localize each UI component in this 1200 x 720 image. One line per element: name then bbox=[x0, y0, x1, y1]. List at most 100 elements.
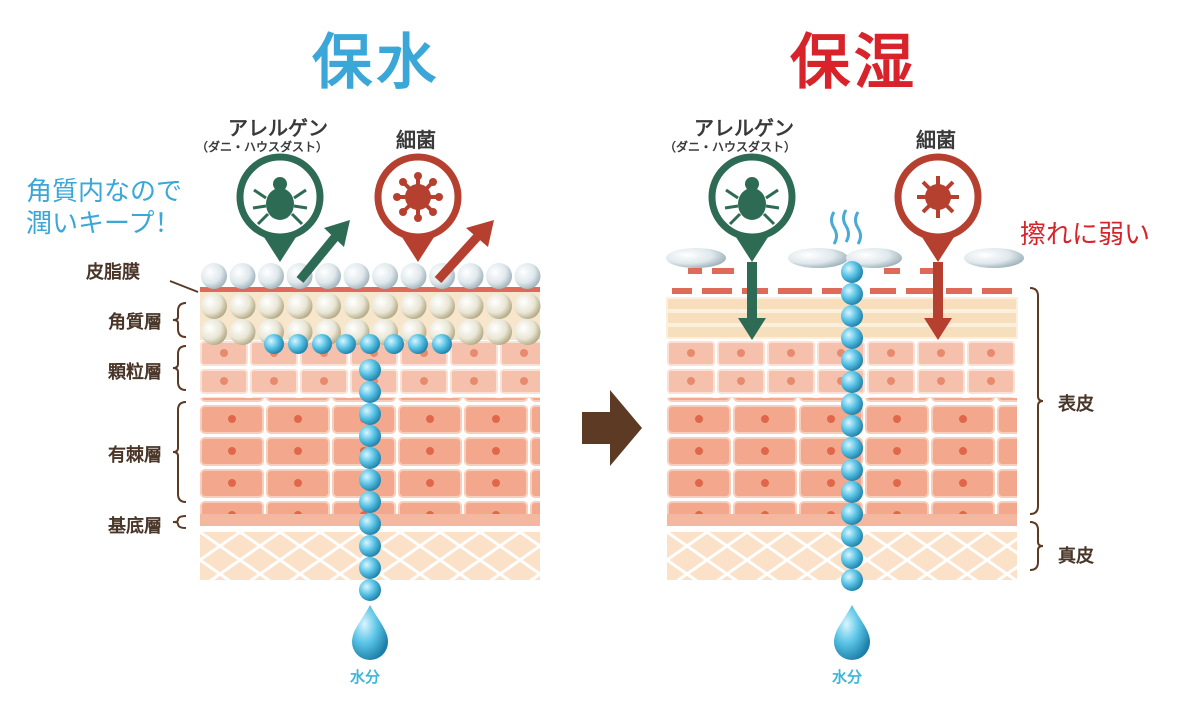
right-title: 保湿 bbox=[790, 28, 918, 98]
right-bacteria-pin bbox=[894, 153, 982, 262]
left-brackets bbox=[169, 280, 199, 529]
water-bead bbox=[359, 579, 381, 601]
sebum-pearl bbox=[400, 263, 427, 289]
left-bacteria-arrow bbox=[434, 232, 482, 284]
water-bead bbox=[359, 491, 381, 513]
layer-label-basal: 基底層 bbox=[108, 516, 162, 537]
right-water-column bbox=[841, 261, 863, 591]
water-bead bbox=[288, 334, 308, 354]
left-water-column bbox=[264, 334, 452, 601]
left-allergen-sub: （ダニ・ハウスダスト） bbox=[196, 140, 329, 154]
water-bead bbox=[841, 415, 863, 437]
water-bead bbox=[359, 557, 381, 579]
water-bead bbox=[432, 334, 452, 354]
right-bacteria-label: 細菌 bbox=[916, 128, 956, 152]
corneum-pearl bbox=[372, 293, 398, 319]
water-bead bbox=[359, 513, 381, 535]
corneum-pearl bbox=[315, 293, 341, 319]
water-bead bbox=[359, 425, 381, 447]
water-bead bbox=[359, 359, 381, 381]
right-allergen-label: アレルゲン bbox=[694, 116, 794, 140]
water-bead bbox=[264, 334, 284, 354]
water-bead bbox=[841, 459, 863, 481]
corneum-pearl bbox=[201, 293, 227, 319]
corneum-pearl bbox=[429, 293, 455, 319]
water-bead bbox=[408, 334, 428, 354]
water-bead bbox=[360, 334, 380, 354]
sebum-pearl bbox=[514, 263, 541, 289]
water-bead bbox=[841, 327, 863, 349]
left-allergen-pin bbox=[236, 153, 324, 262]
right-allergen-pin bbox=[708, 153, 796, 262]
layer-label-corneum: 角質層 bbox=[108, 312, 162, 333]
water-bead bbox=[841, 283, 863, 305]
right-brackets bbox=[1029, 287, 1044, 571]
corneum-pearl bbox=[514, 319, 541, 345]
right-water-label: 水分 bbox=[832, 668, 863, 686]
left-bacteria-pin bbox=[374, 153, 462, 262]
evaporation-icon bbox=[830, 209, 862, 245]
sebum-pearl bbox=[343, 263, 370, 289]
right-callout: 擦れに弱い bbox=[1020, 220, 1151, 250]
sebum-pearl bbox=[229, 263, 256, 289]
water-bead bbox=[841, 393, 863, 415]
corneum-pearl bbox=[258, 293, 284, 319]
water-bead bbox=[841, 437, 863, 459]
water-bead bbox=[359, 535, 381, 557]
water-bead bbox=[359, 403, 381, 425]
corneum-pearl bbox=[201, 319, 227, 345]
layer-label-sebum: 皮脂膜 bbox=[86, 262, 140, 283]
sebum-pearl bbox=[372, 263, 398, 289]
left-water-drop bbox=[352, 605, 388, 660]
corneum-pearl bbox=[514, 293, 541, 319]
water-bead bbox=[841, 305, 863, 327]
water-bead bbox=[841, 569, 863, 591]
water-bead bbox=[336, 334, 356, 354]
sebum-pearl bbox=[486, 263, 512, 289]
sebum-pearl bbox=[201, 263, 227, 289]
corneum-pearl bbox=[486, 293, 512, 319]
water-bead bbox=[359, 381, 381, 403]
left-allergen-arrow bbox=[296, 233, 340, 283]
water-bead bbox=[841, 371, 863, 393]
layer-label-spinous: 有棘層 bbox=[108, 445, 162, 466]
left-callout-line1: 角質内なので bbox=[26, 177, 183, 207]
right-surface-moisture bbox=[666, 248, 1024, 268]
left-callout: 角質内なので 潤いキープ！ bbox=[26, 176, 182, 240]
side-label-dermis: 真皮 bbox=[1058, 546, 1094, 567]
water-bead bbox=[841, 261, 863, 283]
left-callout-line2: 潤いキープ！ bbox=[26, 209, 181, 239]
transition-arrow bbox=[582, 390, 642, 466]
water-bead bbox=[841, 525, 863, 547]
left-water-label: 水分 bbox=[350, 668, 381, 686]
corneum-pearl bbox=[343, 293, 370, 319]
layer-label-granular: 顆粒層 bbox=[108, 362, 162, 383]
left-bacteria-label: 細菌 bbox=[396, 128, 436, 152]
right-water-drop bbox=[834, 605, 870, 660]
sebum-pearl bbox=[258, 263, 284, 289]
corneum-pearl bbox=[229, 293, 256, 319]
side-label-epidermis: 表皮 bbox=[1058, 394, 1094, 415]
water-bead bbox=[359, 469, 381, 491]
water-bead bbox=[841, 503, 863, 525]
sebum-pearl bbox=[457, 263, 484, 289]
right-allergen-sub: （ダニ・ハウスダスト） bbox=[664, 140, 797, 154]
corneum-pearl bbox=[457, 319, 484, 345]
corneum-pearl bbox=[400, 293, 427, 319]
corneum-pearl bbox=[486, 319, 512, 345]
water-bead bbox=[841, 481, 863, 503]
corneum-pearl bbox=[457, 293, 484, 319]
left-allergen-label: アレルゲン bbox=[228, 116, 328, 140]
water-bead bbox=[312, 334, 332, 354]
water-bead bbox=[384, 334, 404, 354]
water-bead bbox=[359, 447, 381, 469]
left-title: 保水 bbox=[312, 28, 440, 98]
corneum-pearl bbox=[286, 293, 313, 319]
water-bead bbox=[841, 547, 863, 569]
left-pearl-rows bbox=[201, 263, 541, 345]
water-bead bbox=[841, 349, 863, 371]
right-bacteria-arrow bbox=[924, 318, 952, 340]
corneum-pearl bbox=[229, 319, 256, 345]
sebum-pearl bbox=[315, 263, 341, 289]
